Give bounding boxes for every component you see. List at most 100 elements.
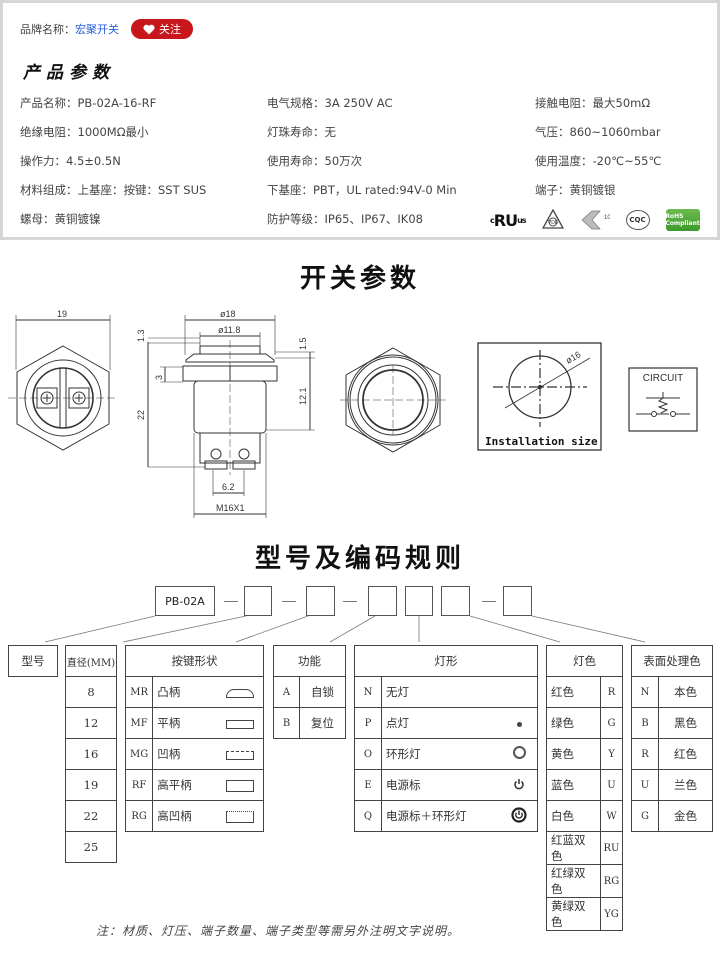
code-dash	[482, 601, 496, 602]
code-slot-diameter	[244, 586, 272, 616]
svg-text:10: 10	[604, 215, 610, 221]
surface-color-code: U	[631, 769, 659, 801]
code-slot-light-color	[441, 586, 470, 616]
dimension-drawing-svg: 19 ø18 ø11.8 1.3 1.5 3 22 12.1 6.2 M16X1…	[8, 309, 698, 518]
light-type-name: 无灯	[381, 676, 502, 708]
diameter-value: 16	[65, 738, 117, 770]
button-shape-header: 按键形状	[125, 645, 264, 677]
dim-nut: 3	[154, 375, 164, 380]
light-type-name: 环形灯	[381, 738, 502, 770]
type-header: 型号	[8, 645, 58, 677]
param-row: 螺母：黄铜镀镍 防护等级：IP65、IP67、IK08	[20, 211, 710, 240]
light-type-code: P	[354, 707, 382, 739]
light-color-code: G	[600, 707, 623, 739]
light-color-code: RU	[600, 831, 623, 865]
dim-pin-pitch: 6.2	[222, 482, 235, 492]
shape-code: MG	[124, 738, 154, 770]
technical-drawing: 19 ø18 ø11.8 1.3 1.5 3 22 12.1 6.2 M16X1…	[0, 300, 720, 525]
power-symbol-icon	[514, 778, 524, 789]
convex-button-icon	[226, 688, 255, 698]
dim-body-height: 12.1	[298, 387, 308, 405]
front-view	[340, 347, 446, 453]
code-dash	[343, 601, 357, 602]
shape-code: RG	[124, 800, 154, 832]
param-product-name: 产品名称：PB-02A-16-RF	[20, 96, 157, 110]
shape-code: MF	[124, 707, 154, 739]
param-electrical: 电气规格：3A 250V AC	[267, 96, 393, 110]
diameter-header: 直径(MM)	[65, 645, 117, 677]
shape-name: 高平柄	[152, 769, 218, 801]
model-code-pattern: PB-02A	[0, 586, 720, 618]
light-color-name: 黄色	[546, 738, 601, 770]
surface-color-name: 兰色	[658, 769, 713, 801]
function-name: 自锁	[299, 676, 346, 708]
model-rules-title: 型号及编码规则	[254, 544, 465, 574]
concave-button-icon	[226, 750, 255, 760]
dim-outer-dia: ø18	[220, 309, 236, 319]
function-code: A	[273, 676, 300, 708]
power-ring-icon	[511, 806, 527, 823]
diameter-value: 12	[65, 707, 117, 739]
high-flat-button-icon	[226, 780, 255, 792]
light-color-header: 灯色	[546, 645, 623, 677]
brand-name-link[interactable]: 宏聚开关	[75, 23, 119, 36]
light-color-name: 红色	[546, 676, 601, 708]
dim-button-dia: ø11.8	[218, 325, 240, 335]
param-life: 使用寿命：50万次	[267, 154, 363, 168]
handwritten-note: 注：材质、灯压、端子数量、端子类型等需另外注明文字说明。	[96, 924, 461, 938]
light-color-name: 红蓝双色	[546, 831, 601, 865]
follow-label: 关注	[159, 23, 181, 36]
shape-name: 高凹柄	[152, 800, 218, 832]
light-color-name: 蓝色	[546, 769, 601, 801]
dot-light-icon	[516, 722, 522, 727]
heart-icon	[143, 24, 155, 34]
follow-button[interactable]: 关注	[131, 19, 193, 39]
diameter-value: 22	[65, 800, 117, 832]
brand-label: 品牌名称：	[20, 23, 75, 36]
light-color-code: R	[600, 676, 623, 708]
type-table: 型号	[8, 645, 58, 677]
dim-top-height: 1.3	[136, 329, 146, 342]
circuit-view	[628, 367, 698, 432]
model-prefix-box: PB-02A	[155, 586, 215, 616]
surface-color-code: G	[631, 800, 659, 832]
shape-name: 凹柄	[152, 738, 218, 770]
light-color-name: 绿色	[546, 707, 601, 739]
light-color-name: 黄绿双色	[546, 897, 601, 931]
side-view	[147, 315, 315, 518]
diameter-table: 直径(MM) 8 12 16 19 22 25	[65, 645, 117, 863]
param-row: 产品名称：PB-02A-16-RF 电气规格：3A 250V AC 接触电阻：最…	[20, 95, 710, 124]
surface-color-name: 黑色	[658, 707, 713, 739]
function-name: 复位	[299, 707, 346, 739]
light-color-code: W	[600, 800, 623, 832]
code-slot-function	[368, 586, 397, 616]
circuit-label: CIRCUIT	[643, 373, 684, 384]
code-slot-surface	[503, 586, 532, 616]
section-title: 产品参数	[23, 63, 115, 83]
light-color-code: U	[600, 769, 623, 801]
light-type-code: E	[354, 769, 382, 801]
code-dash	[282, 601, 296, 602]
params-grid: 产品名称：PB-02A-16-RF 电气规格：3A 250V AC 接触电阻：最…	[20, 95, 710, 240]
diameter-value: 19	[65, 769, 117, 801]
dim-mount-hole: ø16	[564, 349, 582, 365]
light-type-code: N	[354, 676, 382, 708]
cqc-cert-icon: CQC	[625, 210, 650, 230]
light-color-code: YG	[600, 897, 623, 931]
shape-name: 凸柄	[152, 676, 218, 708]
surface-color-name: 金色	[658, 800, 713, 832]
shape-code: RF	[124, 769, 154, 801]
light-color-code: Y	[600, 738, 623, 770]
light-type-code: Q	[354, 800, 382, 832]
back-view	[8, 315, 118, 451]
param-row: 材料组成：上基座：按键：SST SUS 下基座：PBT，UL rated:94V…	[20, 182, 710, 211]
surface-color-code: B	[631, 707, 659, 739]
param-protection: 防护等级：IP65、IP67、IK08	[267, 212, 423, 226]
